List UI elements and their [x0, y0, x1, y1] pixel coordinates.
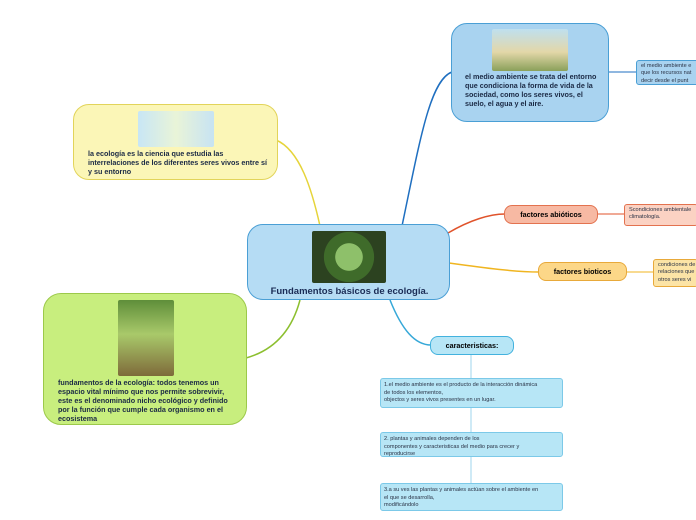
caracteristicas-label: caracteristicas: — [445, 341, 499, 350]
link-medio — [401, 71, 453, 227]
ecologia-text: la ecología es la ciencia que estudia la… — [88, 149, 267, 176]
central-topic[interactable]: Fundamentos básicos de ecología. — [247, 224, 450, 300]
detail-line: relaciones que — [658, 269, 695, 276]
detail-line: climatología. — [629, 214, 661, 221]
floating-island-image — [492, 29, 568, 71]
detail-line: el medio ambiente e — [641, 63, 692, 69]
detail-line: decir desde el punt — [641, 77, 689, 84]
detail-line: condiciones de — [658, 262, 696, 268]
subtopic-caracteristica-2[interactable]: 2. plantas y animales dependen de los co… — [380, 432, 563, 457]
topic-ecologia[interactable]: la ecología es la ciencia que estudia la… — [73, 104, 278, 180]
link-abioticos — [447, 213, 506, 234]
feature-line: objectos y seres vivos presentes en un l… — [384, 397, 496, 404]
link-bioticos — [448, 262, 540, 273]
link-fundamentos — [245, 299, 301, 359]
detail-line: otros seres vi — [658, 276, 692, 283]
bioticos-label: factores bioticos — [553, 267, 612, 276]
feature-line: 2. plantas y animales dependen de los — [384, 436, 480, 442]
subtopic-caracteristica-3[interactable]: 3.a su ves las plantas y animales actúan… — [380, 483, 563, 511]
feature-line: el que se desarrolla, — [384, 494, 435, 501]
subtopic-caracteristica-1[interactable]: 1.el medio ambiente es el producto de la… — [380, 378, 563, 408]
topic-factores-bioticos[interactable]: factores bioticos — [538, 262, 627, 281]
abioticos-label: factores abióticos — [520, 210, 582, 219]
central-title: Fundamentos básicos de ecología. — [270, 286, 429, 297]
feature-line: 1.el medio ambiente es el producto de la… — [384, 382, 538, 388]
medio-ambiente-text: el medio ambiente se trata del entorno q… — [465, 72, 597, 108]
subtopic-abioticos-detail[interactable]: Scondiciones ambientale climatología. — [624, 204, 696, 226]
link-caracteristicas — [389, 299, 432, 346]
feature-line: de todos los elementos, — [384, 389, 444, 396]
topic-fundamentos[interactable]: fundamentos de la ecología: todos tenemo… — [43, 293, 247, 425]
feature-line: reproducirse — [384, 451, 416, 458]
feature-line: 3.a su ves las plantas y animales actúan… — [384, 487, 539, 493]
hands-plant-globe-image — [138, 111, 214, 147]
topic-caracteristicas[interactable]: caracteristicas: — [430, 336, 514, 355]
subtopic-medio-ambiente-detail[interactable]: el medio ambiente e que los recursos nat… — [636, 60, 696, 85]
fundamentos-text: fundamentos de la ecología: todos tenemo… — [58, 378, 228, 423]
earth-plant-image — [312, 231, 386, 283]
link-ecologia — [275, 139, 321, 227]
ecologia-book-cover-image — [118, 300, 174, 376]
detail-line: que los recursos nat — [641, 70, 692, 77]
topic-factores-abioticos[interactable]: factores abióticos — [504, 205, 598, 224]
detail-line: Scondiciones ambientale — [629, 207, 692, 213]
topic-medio-ambiente[interactable]: el medio ambiente se trata del entorno q… — [451, 23, 609, 122]
feature-line: componentes y caracteristicas del medio … — [384, 443, 520, 450]
subtopic-bioticos-detail[interactable]: condiciones de relaciones que otros sere… — [653, 259, 696, 287]
feature-line: modificándolo — [384, 502, 419, 509]
